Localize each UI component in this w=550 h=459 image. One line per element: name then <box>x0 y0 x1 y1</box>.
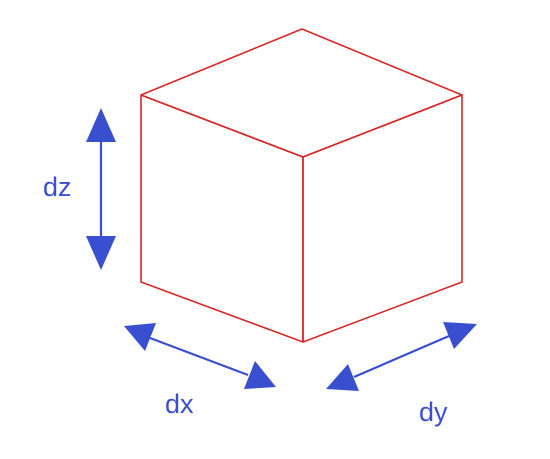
cube-top-face <box>140 28 463 158</box>
cube-right-face <box>302 94 463 343</box>
dx-arrow-head-left <box>124 323 156 351</box>
dy-arrow-shaft <box>353 334 450 379</box>
dz-arrow <box>86 108 116 270</box>
dy-label: dy <box>419 397 448 427</box>
dy-arrow-head-right <box>443 322 477 349</box>
dx-arrow-head-right <box>244 361 276 389</box>
cube-left-face <box>140 94 304 343</box>
dx-arrow <box>124 323 276 389</box>
dz-arrow-head-up <box>86 108 116 142</box>
dy-arrow-head-left <box>326 364 359 391</box>
dx-label: dx <box>165 389 194 419</box>
dz-label: dz <box>43 172 72 202</box>
dz-arrow-head-down <box>86 236 116 270</box>
cube <box>140 28 463 343</box>
dy-arrow <box>326 322 477 391</box>
dx-arrow-shaft <box>149 336 249 377</box>
